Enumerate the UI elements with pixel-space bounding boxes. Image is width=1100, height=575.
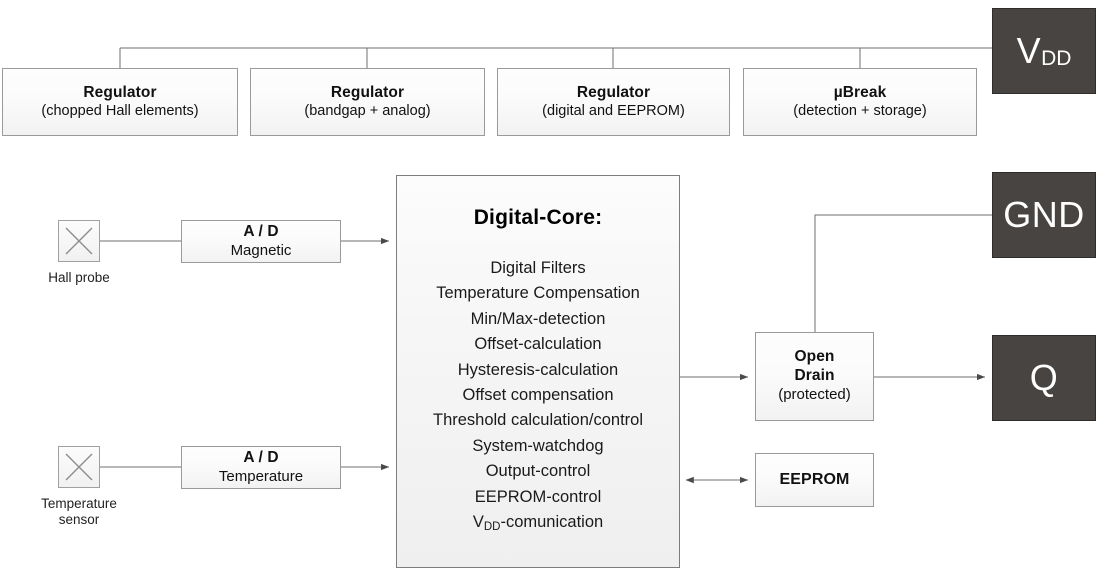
vdd-suffix: -comunication <box>500 513 604 532</box>
hall-probe-label: Hall probe <box>48 270 110 285</box>
block-regulator-digital-eeprom[interactable]: Regulator (digital and EEPROM) <box>497 68 730 136</box>
adc-title: A / D <box>243 448 279 466</box>
temperature-sensor-label: Temperature sensor <box>41 496 117 527</box>
block-eeprom[interactable]: EEPROM <box>755 453 874 507</box>
block-regulator-bandgap-analog[interactable]: Regulator (bandgap + analog) <box>250 68 485 136</box>
core-function: Hysteresis-calculation <box>457 360 619 379</box>
pad-gnd-label: GND <box>1003 194 1085 235</box>
wire-gnd-to-open-drain <box>814 214 992 332</box>
pad-q[interactable]: Q <box>992 335 1096 421</box>
block-title: Regulator <box>83 83 157 101</box>
block-open-drain[interactable]: Open Drain (protected) <box>755 332 874 421</box>
digital-core-title: Digital-Core: <box>473 206 603 229</box>
hall-probe-sensor[interactable] <box>58 220 100 262</box>
digital-core-function-list: Digital Filters Temperature Compensation… <box>433 256 643 534</box>
adc-subtitle: Magnetic <box>230 241 292 259</box>
block-adc-magnetic[interactable]: A / D Magnetic <box>181 220 341 263</box>
open-drain-line1: Open <box>794 348 835 366</box>
block-subtitle: (chopped Hall elements) <box>41 102 199 119</box>
core-function: Offset compensation <box>462 386 614 405</box>
open-drain-line3: (protected) <box>778 386 851 404</box>
core-function-vdd: VDD-comunication <box>473 510 603 534</box>
block-title: Regulator <box>576 83 651 101</box>
block-subtitle: (digital and EEPROM) <box>542 102 685 119</box>
core-function: Min/Max-detection <box>470 309 606 328</box>
block-digital-core[interactable]: Digital-Core: Digital Filters Temperatur… <box>396 175 680 568</box>
temperature-sensor[interactable] <box>58 446 100 488</box>
pad-q-label: Q <box>1029 357 1059 398</box>
vdd-prefix: V <box>472 513 484 532</box>
pad-gnd[interactable]: GND <box>992 172 1096 258</box>
core-function: System-watchdog <box>472 436 604 455</box>
block-title: Regulator <box>330 83 405 101</box>
pad-vdd-label: V <box>1016 30 1042 71</box>
adc-title: A / D <box>243 222 279 240</box>
pad-vdd-subscript: DD <box>1041 47 1072 70</box>
block-subtitle: (detection + storage) <box>793 102 927 119</box>
block-regulator-chopped-hall[interactable]: Regulator (chopped Hall elements) <box>2 68 238 136</box>
core-function: Output-control <box>485 462 591 481</box>
eeprom-label: EEPROM <box>779 471 850 489</box>
block-title: µBreak <box>833 83 887 101</box>
block-ubreak[interactable]: µBreak (detection + storage) <box>743 68 977 136</box>
core-function: Temperature Compensation <box>436 284 640 303</box>
core-function: Offset-calculation <box>474 335 602 354</box>
vdd-subscript: DD <box>483 521 501 534</box>
adc-subtitle: Temperature <box>218 467 304 485</box>
core-function: Digital Filters <box>490 259 586 277</box>
core-function: Threshold calculation/control <box>432 411 644 430</box>
core-function: EEPROM-control <box>474 487 602 506</box>
cross-symbol-icon <box>65 227 93 255</box>
open-drain-line2: Drain <box>794 367 835 385</box>
cross-symbol-icon <box>65 453 93 481</box>
block-subtitle: (bandgap + analog) <box>304 102 431 119</box>
block-adc-temperature[interactable]: A / D Temperature <box>181 446 341 489</box>
